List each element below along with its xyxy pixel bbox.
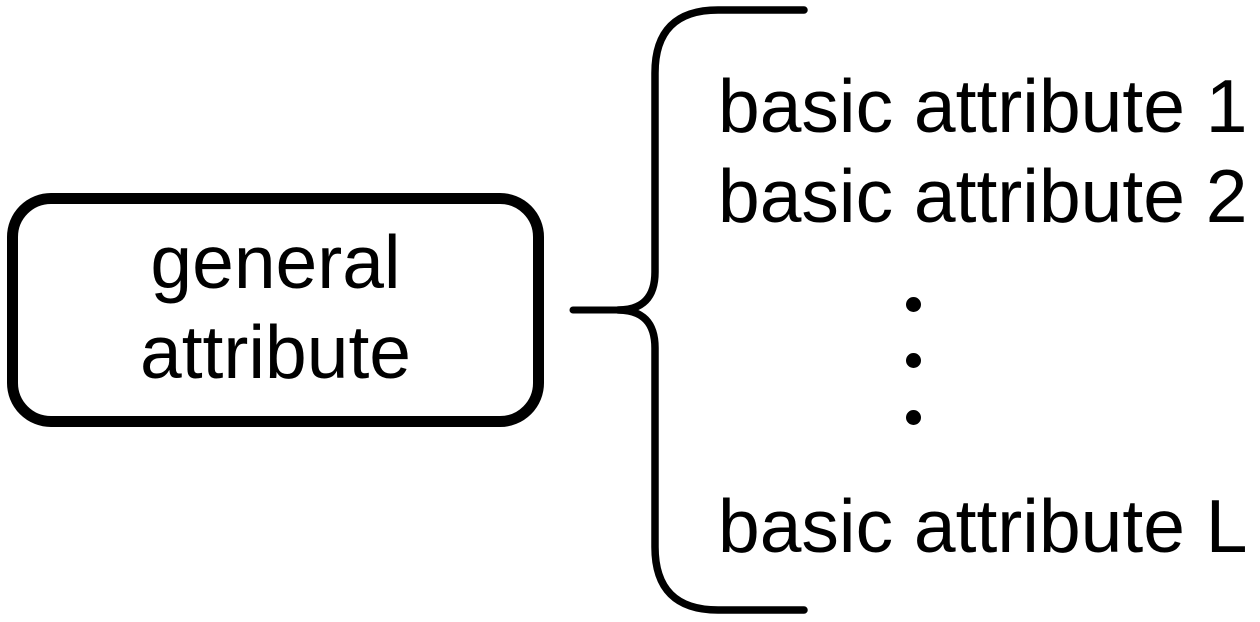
- ellipsis-dot-2: [906, 353, 921, 368]
- ellipsis-dot-3: [906, 410, 921, 425]
- basic-attribute-item-1: basic attribute 1: [718, 64, 1248, 148]
- general-attribute-node: general attribute: [7, 193, 544, 427]
- basic-attribute-item-2: basic attribute 2: [718, 154, 1248, 238]
- basic-attribute-item-L: basic attribute L: [718, 484, 1248, 568]
- general-attribute-label: general attribute: [18, 217, 533, 397]
- general-attribute-label-line2: attribute: [140, 310, 411, 394]
- ellipsis-dot-1: [906, 297, 921, 312]
- general-attribute-label-line1: general: [150, 220, 401, 304]
